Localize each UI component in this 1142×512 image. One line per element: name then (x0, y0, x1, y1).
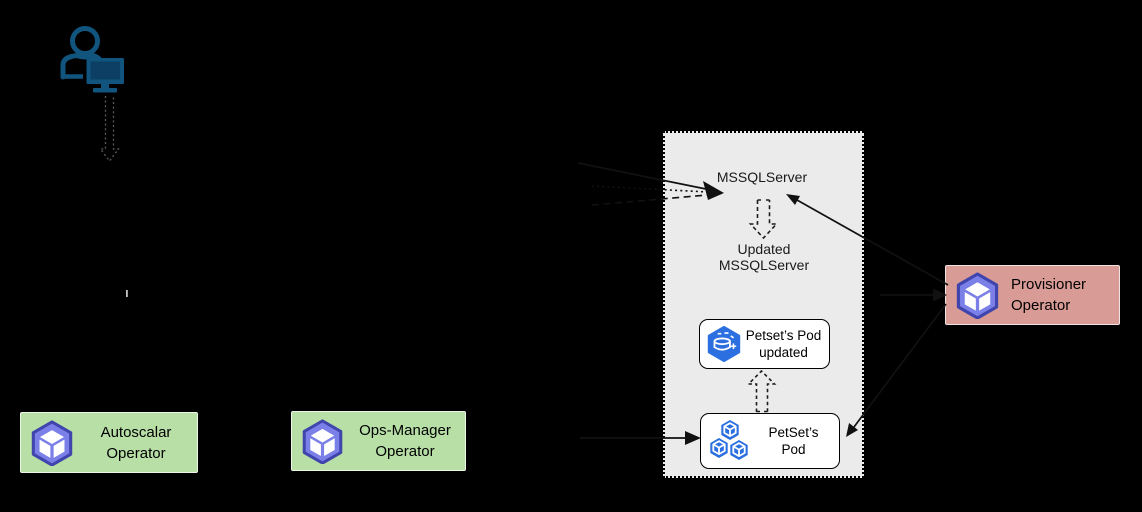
arrow-to-provisioner (880, 288, 947, 302)
updated-mssqlserver-label: Updated MSSQLServer (663, 241, 865, 273)
node-petset-pod-updated: Petset’s Pod updated (699, 319, 830, 369)
user-dashed-arrow (99, 96, 120, 163)
label-line: Pod (781, 442, 806, 457)
node-autoscalar-operator-label: Autoscalar Operator (75, 422, 197, 464)
label-line: Provisioner (1011, 276, 1087, 293)
node-ops-manager-operator-label: Ops-Manager Operator (345, 420, 465, 462)
label-line: Autoscalar (100, 423, 172, 441)
node-provisioner-operator-label: Provisioner Operator (1001, 274, 1119, 316)
pod-cubes-icon (708, 419, 750, 462)
label-line: Operator (1011, 297, 1071, 314)
kubernetes-operator-cube-icon (31, 419, 73, 466)
node-petset-pod-label: PetSet’s Pod (752, 424, 839, 458)
node-ops-manager-operator: Ops-Manager Operator (291, 411, 466, 471)
user-at-computer-icon (60, 26, 124, 93)
kubernetes-operator-cube-icon (956, 271, 999, 319)
connector-remnant-tick (126, 290, 128, 297)
mssqlserver-label: MSSQLServer (716, 169, 808, 185)
updated-mssqlserver-line2: MSSQLServer (718, 257, 810, 273)
label-line: Operator (106, 444, 166, 462)
label-line: Ops-Manager (359, 422, 451, 439)
node-provisioner-operator: Provisioner Operator (945, 265, 1120, 325)
node-autoscalar-operator: Autoscalar Operator (20, 412, 198, 473)
node-petset-pod-updated-label: Petset’s Pod updated (742, 327, 829, 361)
label-line: Operator (375, 443, 435, 460)
kubernetes-operator-cube-icon (302, 418, 343, 464)
node-petset-pod: PetSet’s Pod (700, 413, 840, 469)
pod-updated-icon (707, 326, 741, 362)
updated-mssqlserver-line1: Updated (737, 241, 791, 257)
label-line: Petset’s Pod (745, 328, 822, 343)
label-line: updated (759, 345, 808, 360)
label-line: PetSet’s (768, 425, 819, 440)
